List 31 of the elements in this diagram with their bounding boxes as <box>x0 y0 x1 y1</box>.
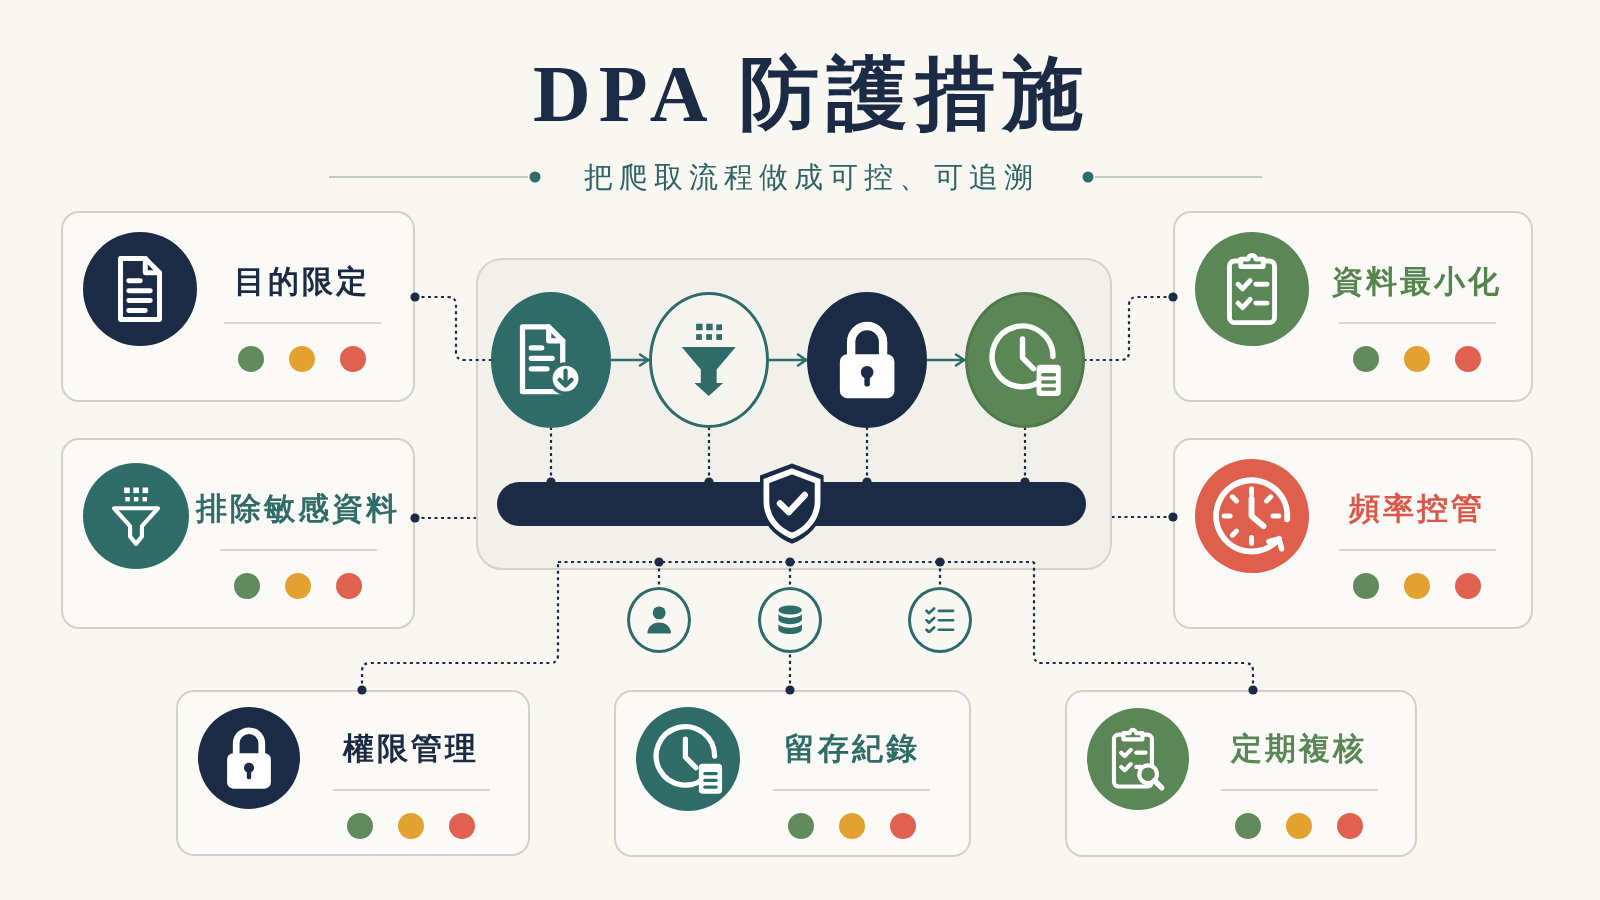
dotted-connector <box>410 513 476 523</box>
card-title: 留存紀錄 <box>783 729 920 768</box>
diagram-title: DPA 防護措施 <box>532 50 1092 138</box>
measure-card <box>614 690 971 857</box>
card-title: 資料最小化 <box>1332 262 1502 301</box>
card-title: 排除敏感資料 <box>196 489 400 528</box>
dotted-connector <box>654 557 664 587</box>
measure-card <box>1173 438 1533 629</box>
measure-card <box>1065 690 1417 857</box>
dotted-connector <box>1032 562 1258 695</box>
measure-card <box>1173 211 1533 402</box>
dotted-connector <box>785 653 795 695</box>
process-panel <box>476 258 1112 570</box>
card-title: 權限管理 <box>343 728 479 768</box>
arrow <box>927 353 966 367</box>
card-title: 定期複核 <box>1231 729 1367 768</box>
measure-card <box>176 690 530 856</box>
dotted-connector <box>1085 292 1178 362</box>
card-title: 頻率控管 <box>1349 489 1485 528</box>
subtitle: 把爬取流程做成可控、可追溯 <box>584 159 1039 196</box>
arrow <box>611 353 650 367</box>
dotted-connector <box>357 562 560 695</box>
dotted-connector <box>785 557 795 587</box>
dotted-connector <box>558 560 1034 564</box>
dotted-connector <box>410 292 491 362</box>
dotted-connector <box>1112 512 1178 522</box>
arrow <box>769 353 808 367</box>
dotted-connector <box>935 557 945 587</box>
card-title: 目的限定 <box>234 262 370 301</box>
measure-card <box>61 438 415 629</box>
measure-card <box>61 211 415 402</box>
